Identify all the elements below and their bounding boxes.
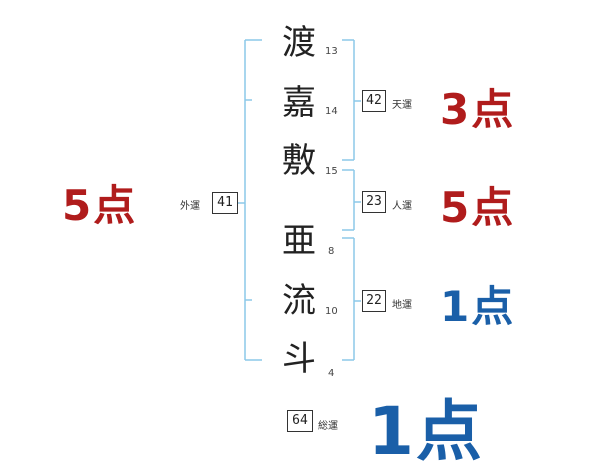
gaiun-label: 外運 [180, 201, 200, 212]
stroke-count-4: 8 [328, 246, 335, 257]
tenun-label: 天運 [392, 100, 412, 111]
jinun-label: 人運 [392, 201, 412, 212]
stroke-count-6: 4 [328, 368, 335, 379]
stroke-count-3: 15 [325, 166, 338, 177]
jinun-value-box: 23 [362, 191, 386, 213]
souun-score: 1点 [368, 393, 484, 470]
chiun-score: 1点 [440, 282, 516, 331]
tenun-value-box: 42 [362, 90, 386, 112]
stroke-count-1: 13 [325, 46, 338, 57]
gaiun-value-box: 41 [212, 192, 238, 214]
chiun-label: 地運 [392, 300, 412, 311]
name-char-1: 渡 [282, 23, 316, 63]
name-char-2: 嘉 [282, 83, 316, 123]
gaiun-score: 5点 [62, 181, 138, 230]
name-char-4: 亜 [282, 221, 316, 261]
tenun-score: 3点 [440, 85, 516, 134]
stroke-count-2: 14 [325, 106, 338, 117]
chiun-value-box: 22 [362, 290, 386, 312]
souun-label: 総運 [318, 421, 338, 432]
stroke-count-5: 10 [325, 306, 338, 317]
name-char-3: 敷 [282, 141, 316, 181]
jinun-score: 5点 [440, 183, 516, 232]
name-char-5: 流 [282, 281, 316, 321]
souun-value-box: 64 [287, 410, 313, 432]
name-char-6: 斗 [282, 339, 316, 379]
